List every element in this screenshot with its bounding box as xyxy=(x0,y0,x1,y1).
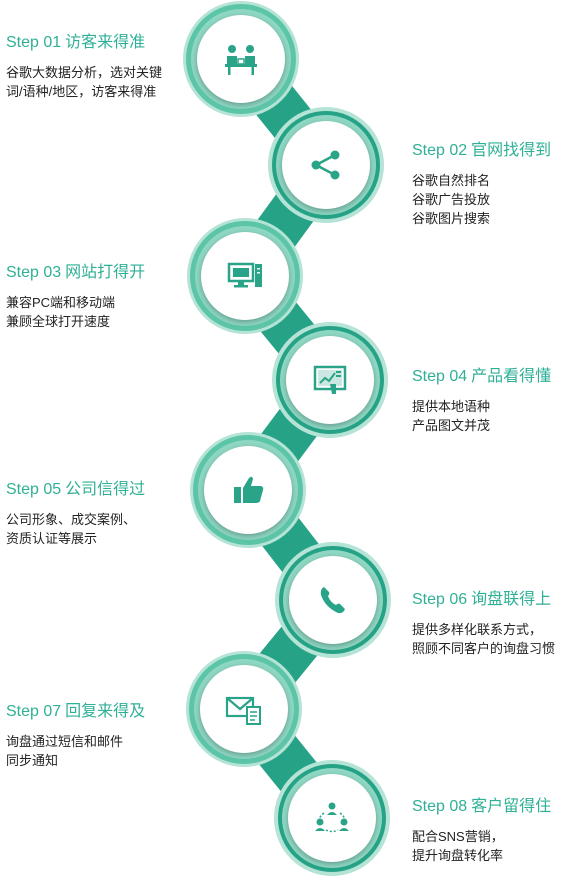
step-description-line: 产品图文并茂 xyxy=(412,418,491,433)
step-description-line: 谷歌自然排名 xyxy=(412,173,491,188)
thumbs-up-icon xyxy=(234,476,264,503)
step-description-line: 兼容PC端和移动端 xyxy=(6,295,116,310)
step-description-line: 谷歌图片搜索 xyxy=(412,211,491,226)
step-description-line: 兼顾全球打开速度 xyxy=(6,314,111,329)
step-node-7 xyxy=(200,665,288,753)
step-heading: 公司信得过 xyxy=(65,481,146,498)
step-description: 兼容PC端和移动端兼顾全球打开速度 xyxy=(6,293,181,331)
step-heading: 客户留得住 xyxy=(471,798,552,815)
step-description-line: 同步通知 xyxy=(6,753,59,768)
step-node-2 xyxy=(282,121,370,209)
step-description: 询盘通过短信和邮件同步通知 xyxy=(6,732,181,770)
presentation-board-icon xyxy=(313,365,347,394)
step-heading: 询盘联得上 xyxy=(471,591,552,608)
step-number: Step 06 xyxy=(412,591,468,608)
step-node-5 xyxy=(204,446,292,534)
step-description: 配合SNS营销， 提升询盘转化率 xyxy=(412,827,586,865)
step-description-line: 照顾不同客户的询盘习惯 xyxy=(412,641,556,656)
step-number: Step 02 xyxy=(412,142,468,159)
step-heading: 官网找得到 xyxy=(471,142,552,159)
step-description-line: 配合SNS营销， xyxy=(412,829,504,844)
share-icon xyxy=(311,150,340,180)
step-heading: 网站打得开 xyxy=(65,264,146,281)
step-description-line: 谷歌广告投放 xyxy=(412,192,491,207)
step-number: Step 03 xyxy=(6,264,62,281)
step-number: Step 07 xyxy=(6,703,62,720)
step-node-6 xyxy=(289,556,377,644)
desktop-computer-icon xyxy=(227,262,262,288)
step-number: Step 08 xyxy=(412,798,468,815)
step-number: Step 05 xyxy=(6,481,62,498)
step-description-line: 公司形象、成交案例、 xyxy=(6,512,137,527)
step-description-line: 谷歌大数据分析，选对关键词/语种/地区，访客来得准 xyxy=(6,65,163,99)
step-number: Step 04 xyxy=(412,368,468,385)
step-description-line: 提升询盘转化率 xyxy=(412,848,504,863)
step-description-line: 提供本地语种 xyxy=(412,399,491,414)
phone-icon xyxy=(320,587,345,614)
meeting-people-icon xyxy=(225,45,257,75)
step-heading: 回复来得及 xyxy=(65,703,146,720)
step-description-line: 提供多样化联系方式， xyxy=(412,622,543,637)
step-node-3 xyxy=(201,232,289,320)
email-document-icon xyxy=(225,696,261,725)
step-description-line: 资质认证等展示 xyxy=(6,531,98,546)
step-number: Step 01 xyxy=(6,34,62,51)
step-node-8 xyxy=(288,774,376,862)
step-description: 公司形象、成交案例、资质认证等展示 xyxy=(6,510,181,548)
step-heading: 访客来得准 xyxy=(65,34,146,51)
step-node-4 xyxy=(286,336,374,424)
step-node-1 xyxy=(197,15,285,103)
step-description: 谷歌自然排名谷歌广告投放谷歌图片搜索 xyxy=(412,171,586,228)
customer-network-icon xyxy=(315,802,349,833)
step-description: 提供本地语种产品图文并茂 xyxy=(412,397,586,435)
step-description: 提供多样化联系方式， 照顾不同客户的询盘习惯 xyxy=(412,620,586,658)
step-description-line: 询盘通过短信和邮件 xyxy=(6,734,124,749)
step-heading: 产品看得懂 xyxy=(471,368,552,385)
step-description: 谷歌大数据分析，选对关键词/语种/地区，访客来得准 xyxy=(6,63,166,101)
